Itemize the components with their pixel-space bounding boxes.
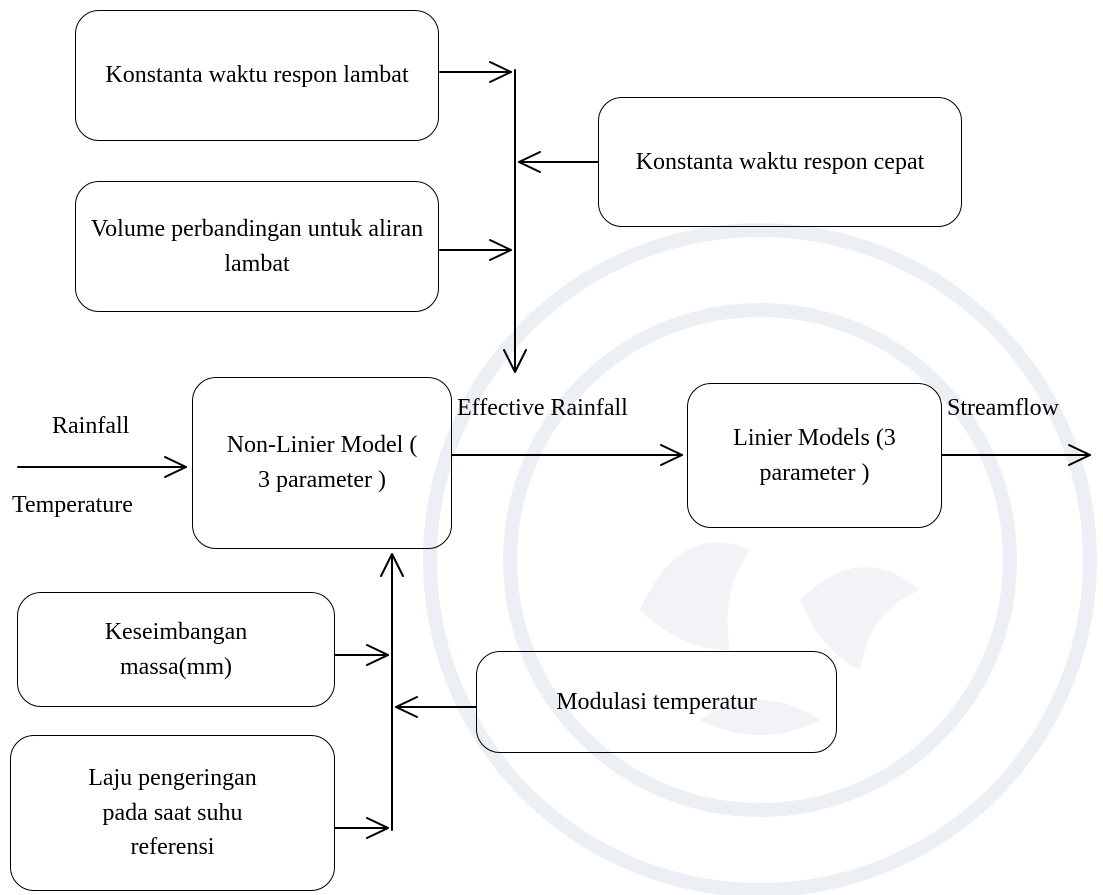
box-nonlinear-model-text: Non-Linier Model ( 3 parameter ) [226, 432, 418, 493]
box-fast-time-constant-text: Konstanta waktu respon cepat [635, 148, 925, 175]
effective-rainfall-arrowhead [660, 444, 683, 466]
streamflow-output-arrowhead [1068, 444, 1091, 466]
box-mass-balance-text: Keseimbangan massa(mm) [104, 618, 248, 680]
mass-balance-arrowhead [366, 644, 389, 666]
label-streamflow: Streamflow [947, 395, 1059, 421]
box-mass-balance: Keseimbangan massa(mm) [17, 592, 335, 707]
bottom-bus-arrowhead [380, 553, 404, 577]
box-slow-flow-volume-text: Volume perbandingan untuk aliran lambat [90, 215, 424, 277]
label-temperature: Temperature [12, 492, 133, 518]
box-fast-time-constant: Konstanta waktu respon cepat [598, 97, 962, 227]
volume-arrowhead [489, 239, 512, 261]
box-slow-flow-volume: Volume perbandingan untuk aliran lambat [75, 181, 439, 312]
drying-rate-arrowhead [366, 817, 389, 839]
temp-modulation-arrowhead [395, 696, 418, 718]
box-linear-models: Linier Models (3 parameter ) [687, 383, 942, 528]
box-linear-models-text: Linier Models (3 parameter ) [733, 424, 896, 486]
box-drying-rate: Laju pengeringan pada saat suhu referens… [10, 735, 335, 891]
rainfall-input-arrowhead [164, 456, 187, 478]
box-slow-time-constant: Konstanta waktu respon lambat [75, 10, 439, 141]
slow-constant-arrowhead [489, 61, 512, 83]
top-bus-arrowhead [503, 349, 527, 373]
box-nonlinear-model: Non-Linier Model ( 3 parameter ) [192, 377, 452, 549]
box-drying-rate-text: Laju pengeringan pada saat suhu referens… [88, 764, 257, 861]
fast-constant-arrowhead [518, 151, 541, 173]
box-temperature-modulation-text: Modulasi temperatur [556, 688, 757, 715]
box-temperature-modulation: Modulasi temperatur [476, 651, 837, 753]
box-slow-time-constant-text: Konstanta waktu respon lambat [105, 62, 409, 89]
label-effective-rainfall: Effective Rainfall [457, 395, 628, 421]
label-rainfall: Rainfall [52, 413, 130, 439]
